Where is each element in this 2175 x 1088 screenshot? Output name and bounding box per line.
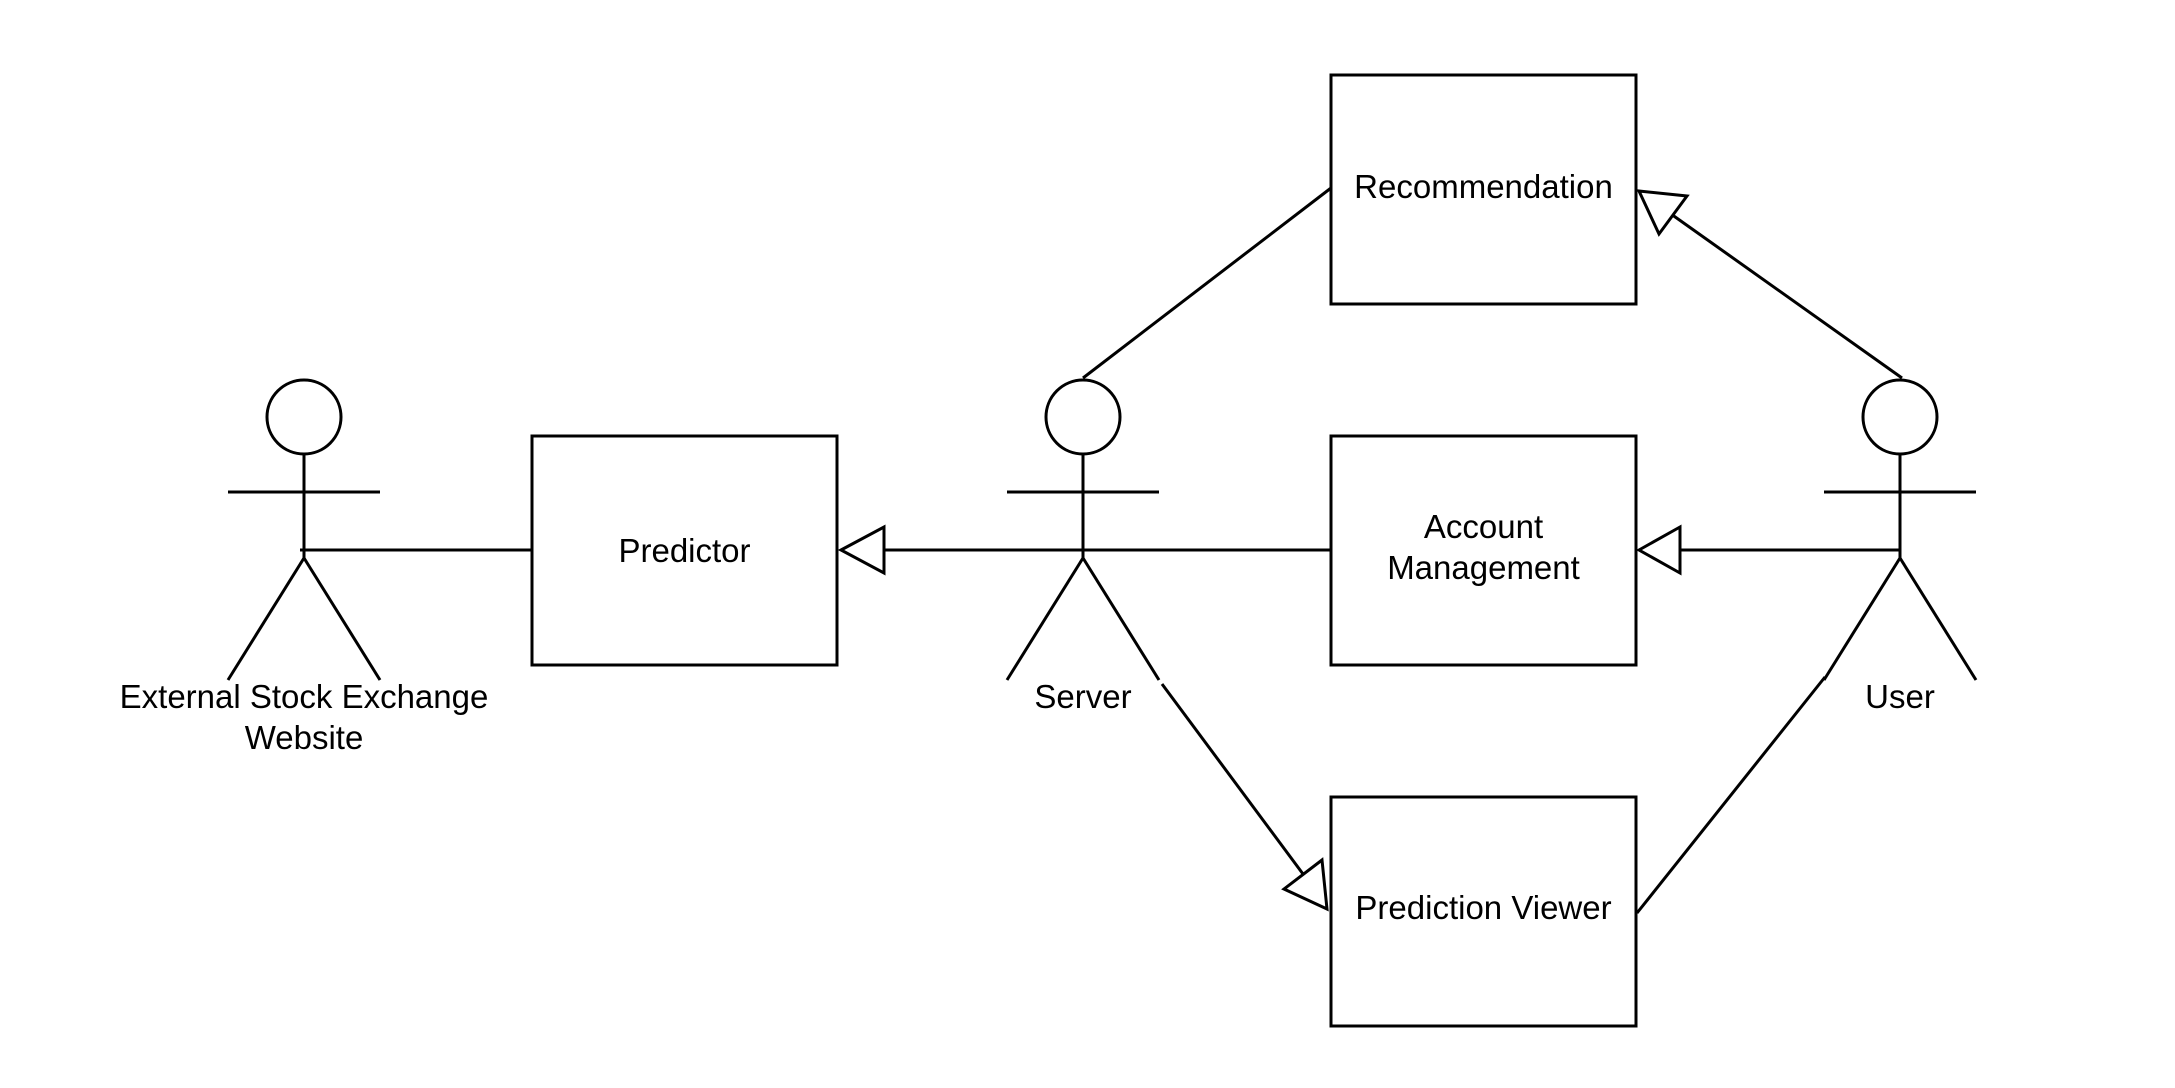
generalization-user-recommendation-line: [1670, 212, 1903, 380]
generalization-server-viewer-arrowhead: [1281, 857, 1329, 912]
account-management-label: Account Management: [1387, 508, 1580, 586]
generalization-user-account-arrowhead: [1635, 524, 1682, 576]
user-actor-icon: [1822, 378, 1978, 681]
generalization-server-predictor-arrowhead: [837, 524, 886, 576]
server-actor-icon: [1005, 378, 1161, 681]
prediction-viewer-box[interactable]: [1329, 795, 1638, 1028]
server-label: Server: [1034, 678, 1132, 715]
association-user-prediction-viewer: [1635, 676, 1827, 914]
prediction-viewer-label: Prediction Viewer: [1355, 889, 1612, 926]
user-label: User: [1865, 678, 1935, 715]
generalization-server-viewer-line: [1160, 683, 1305, 875]
recommendation-label: Recommendation: [1354, 167, 1613, 205]
recommendation-box[interactable]: [1329, 73, 1638, 306]
association-server-recommendation: [1082, 186, 1332, 380]
generalization-user-recommendation-arrowhead: [1636, 189, 1690, 237]
account-management-box[interactable]: [1329, 434, 1638, 667]
predictor-box[interactable]: [530, 434, 839, 667]
external-stock-exchange-label: External Stock Exchange Website: [119, 678, 489, 756]
connectors: [300, 186, 1903, 914]
external-stock-exchange-actor-icon: [226, 378, 382, 681]
predictor-label: Predictor: [618, 532, 751, 569]
